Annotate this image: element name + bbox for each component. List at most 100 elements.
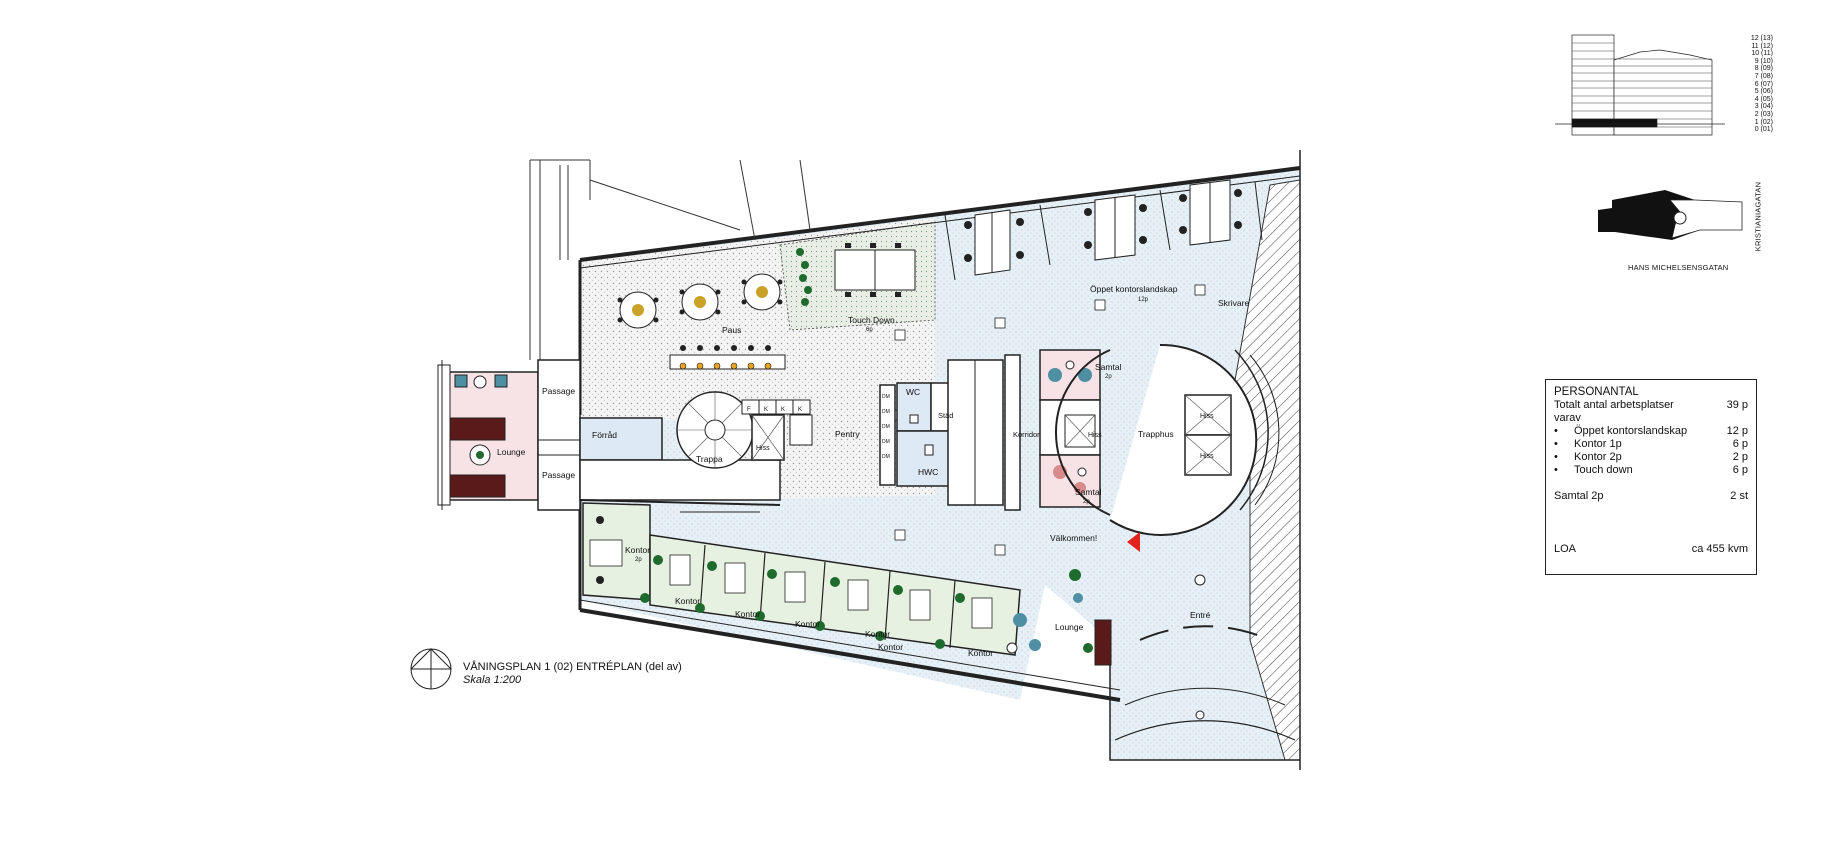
stad-label: Städ (938, 411, 953, 420)
plan-caption: VÅNINGSPLAN 1 (02) ENTRÉPLAN (del av) Sk… (463, 661, 682, 687)
varav-label: varav (1554, 412, 1581, 424)
list-item: •Öppet kontorslandskap 12 p (1554, 425, 1748, 438)
kontor-3-label: Kontor (795, 619, 820, 629)
floor-label: 0 (01) (1754, 126, 1773, 134)
core-left (579, 391, 813, 513)
trappa-label: Trappa (696, 454, 723, 464)
total-row: Totalt antal arbetsplatser 39 p (1554, 399, 1748, 412)
bullet: • (1554, 438, 1558, 450)
samtal-bottom-cap: 2p (1083, 499, 1090, 505)
personantal-title: PERSONANTAL (1554, 386, 1639, 398)
samtal-bottom-label: Samtal (1075, 487, 1102, 497)
oppet-label: Öppet kontorslandskap (1090, 284, 1178, 294)
kontor-2-label: Kontor (735, 609, 760, 619)
floor-label: 1 (02) (1754, 118, 1773, 126)
touch-down-cap: 6p (866, 327, 873, 333)
floor-label: 2 (03) (1754, 110, 1773, 118)
floor-label: 10 (11) (1751, 50, 1773, 58)
kontor-2p-label: Kontor (625, 545, 650, 555)
kontor-1-label: Kontor (675, 596, 700, 606)
round-table (619, 291, 657, 329)
central-core (879, 354, 1021, 511)
loa-row: LOA ca 455 kvm (1554, 543, 1748, 556)
entrance-marker (1127, 532, 1140, 552)
dm-5: DM (882, 454, 890, 460)
street-label-right: KRISTIANIAGATAN (1753, 181, 1763, 252)
locker-f: F (747, 407, 751, 413)
locker-k2: K (781, 407, 785, 413)
passage-top-label: Passage (542, 386, 575, 396)
samtal-value: 2 st (1730, 490, 1748, 502)
dm-4: DM (882, 439, 890, 445)
kontor-6-label: Kontor (968, 648, 993, 658)
floor-stack-diagram (1555, 34, 1725, 136)
oppet-cap: 12p (1138, 297, 1149, 303)
passage-bottom-label: Passage (542, 470, 575, 480)
hiss-mid-label: Hiss (1088, 432, 1102, 439)
hiss-right-1-label: Hiss (1200, 413, 1214, 420)
trapphus-label: Trapphus (1138, 429, 1174, 439)
kontor-5-label: Kontor (878, 642, 903, 652)
skrivare-label: Skrivare (1218, 298, 1249, 308)
paus-furniture (617, 273, 786, 370)
korridor-label: Korridor (1013, 430, 1040, 439)
open-office-chairs (964, 189, 1242, 262)
pentry-label: Pentry (835, 429, 860, 439)
open-office-desks (944, 179, 1263, 281)
floor-label: 12 (13) (1750, 35, 1773, 42)
list-item: •Kontor 1p 6 p (1554, 438, 1748, 451)
key-plan (1598, 190, 1743, 240)
entrance (1109, 532, 1300, 761)
floor-label: 4 (05) (1754, 95, 1773, 103)
locker-k3: K (798, 407, 802, 413)
floor-label: 9 (10) (1754, 57, 1773, 65)
floor-label: 11 (12) (1751, 42, 1773, 50)
samtal-row: Samtal 2p 2 st (1554, 490, 1748, 503)
lounge-left-label: Lounge (497, 447, 526, 457)
loa-label: LOA (1554, 543, 1577, 555)
hwc-label: HWC (918, 467, 938, 477)
item-value: 6 p (1732, 464, 1748, 476)
total-label: Totalt antal arbetsplatser (1554, 399, 1674, 411)
kontor-row (582, 502, 1093, 656)
personantal-box: PERSONANTAL Totalt antal arbetsplatser 3… (1545, 379, 1757, 575)
loa-value: ca 455 kvm (1691, 543, 1748, 555)
floor-label: 7 (08) (1754, 72, 1773, 80)
dm-1: DM (882, 394, 890, 400)
bullet: • (1554, 464, 1558, 476)
samtal-and-trapphus (1039, 343, 1280, 536)
room-labels: Passage Passage Lounge Förråd Trappa His… (497, 284, 1249, 658)
list-item: • Touch down 6 p (1554, 464, 1748, 477)
samtal-top-label: Samtal (1095, 362, 1122, 372)
valkommen-label: Välkommen! (1050, 533, 1097, 543)
item-value: 2 p (1732, 451, 1748, 463)
touch-down-furniture (796, 243, 916, 306)
item-label: Kontor 2p (1574, 451, 1622, 463)
paus-label: Paus (722, 325, 741, 335)
highlighted-floor-bar (1571, 118, 1658, 128)
list-item: •Kontor 2p 2 p (1554, 451, 1748, 464)
item-label: Touch down (1574, 464, 1633, 476)
plan-scale: Skala 1:200 (463, 674, 522, 686)
touch-down-label: Touch Down (848, 315, 895, 325)
locker-k1: K (764, 407, 768, 413)
floor-label: 3 (04) (1754, 103, 1773, 111)
dm-3: DM (882, 424, 890, 430)
street-label-bottom: HANS MICHELSENSGATAN (1628, 263, 1729, 272)
left-lounge-wing (437, 359, 581, 511)
hiss-small-label: Hiss (756, 445, 770, 452)
floor-stack-labels: 12 (13) 11 (12) 10 (11) 9 (10) 8 (09) 7 … (1731, 35, 1773, 134)
lounge-right-label: Lounge (1055, 622, 1084, 632)
lounge-right (1006, 593, 1112, 666)
exterior-lines (529, 159, 811, 360)
entre-label: Entré (1190, 610, 1211, 620)
floor-label: 8 (09) (1754, 65, 1773, 73)
hiss-right-2-label: Hiss (1200, 453, 1214, 460)
samtal-top-cap: 2p (1105, 374, 1112, 380)
plan-title: VÅNINGSPLAN 1 (02) ENTRÉPLAN (del av) (463, 661, 682, 673)
floor-label: 6 (07) (1754, 80, 1773, 88)
item-value: 12 p (1726, 425, 1748, 437)
forrad-label: Förråd (592, 430, 617, 440)
